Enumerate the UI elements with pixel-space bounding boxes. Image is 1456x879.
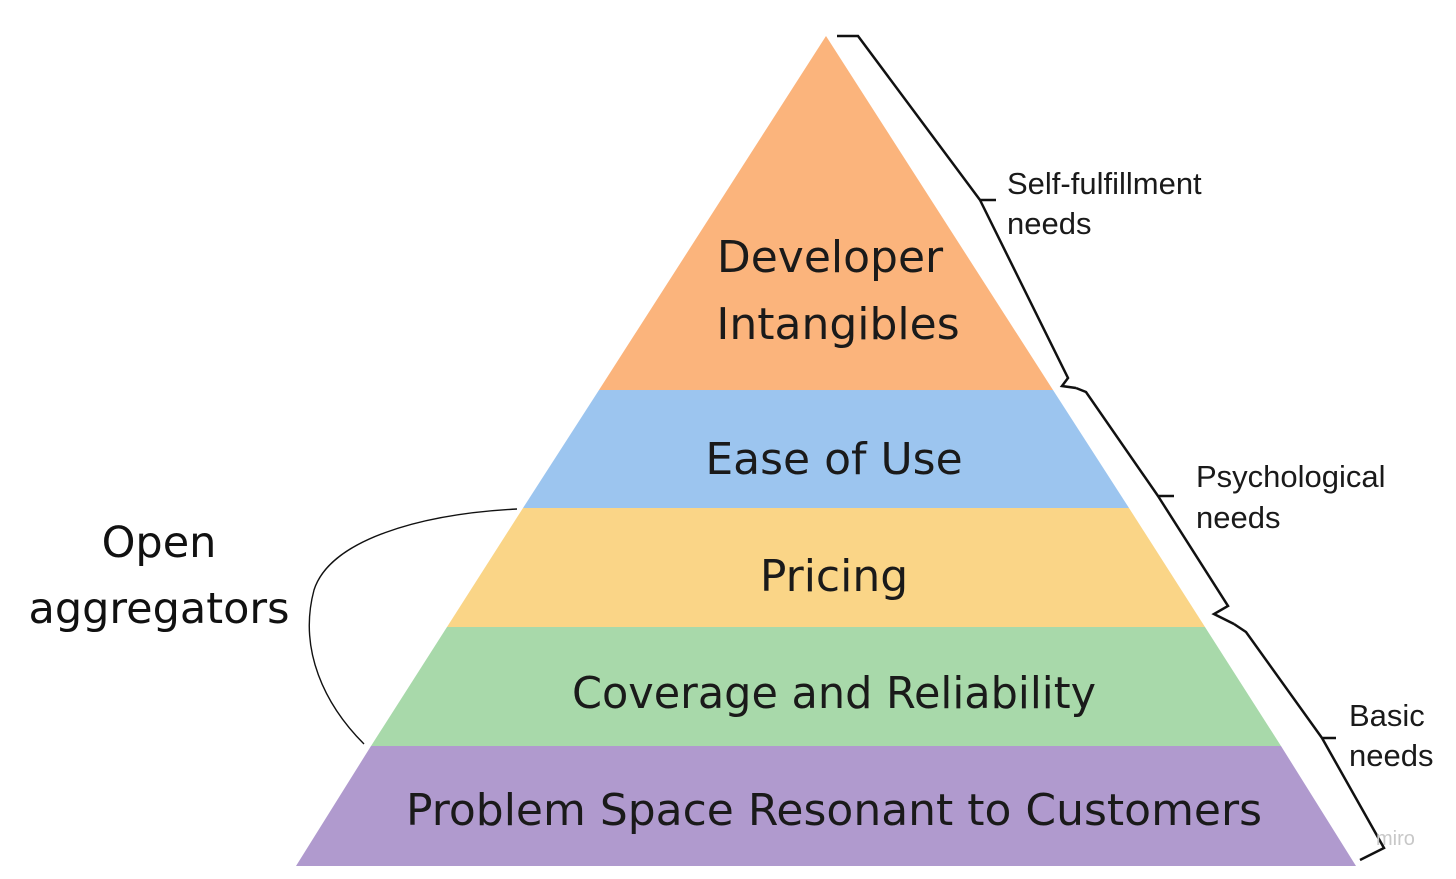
tier-label-pricing: Pricing bbox=[760, 551, 908, 602]
tier-label-problem-space: Problem Space Resonant to Customers bbox=[406, 785, 1262, 836]
needs-label-self-fulfillment: Self-fulfillment bbox=[1007, 166, 1202, 201]
brace-basic bbox=[1233, 622, 1386, 862]
tier-pricing bbox=[447, 508, 1205, 627]
aggregators-bracket-curve bbox=[308, 508, 518, 745]
tier-ease-of-use bbox=[523, 390, 1129, 508]
aggregators-label-aggregators: aggregators bbox=[28, 584, 289, 634]
tier-coverage-reliability bbox=[371, 627, 1281, 746]
needs-label-basic: Basic bbox=[1349, 698, 1425, 733]
tier-label-intangibles: Intangibles bbox=[716, 299, 959, 350]
tier-label-coverage: Coverage and Reliability bbox=[572, 668, 1096, 719]
miro-watermark: miro bbox=[1376, 828, 1415, 850]
tier-problem-space bbox=[296, 746, 1356, 866]
brace-psychological bbox=[1075, 386, 1235, 626]
needs-label-basic-needs: needs bbox=[1349, 738, 1433, 773]
aggregators-label-open: Open bbox=[102, 518, 217, 568]
tier-label-developer: Developer bbox=[717, 232, 944, 283]
needs-label-self-fulfillment-needs: needs bbox=[1007, 206, 1091, 241]
needs-label-psychological-needs: needs bbox=[1196, 500, 1280, 535]
tier-label-ease-of-use: Ease of Use bbox=[705, 434, 962, 485]
needs-label-psychological: Psychological bbox=[1196, 459, 1386, 494]
tier-developer-intangibles bbox=[599, 36, 1053, 390]
brace-self-fulfillment bbox=[837, 34, 1077, 390]
